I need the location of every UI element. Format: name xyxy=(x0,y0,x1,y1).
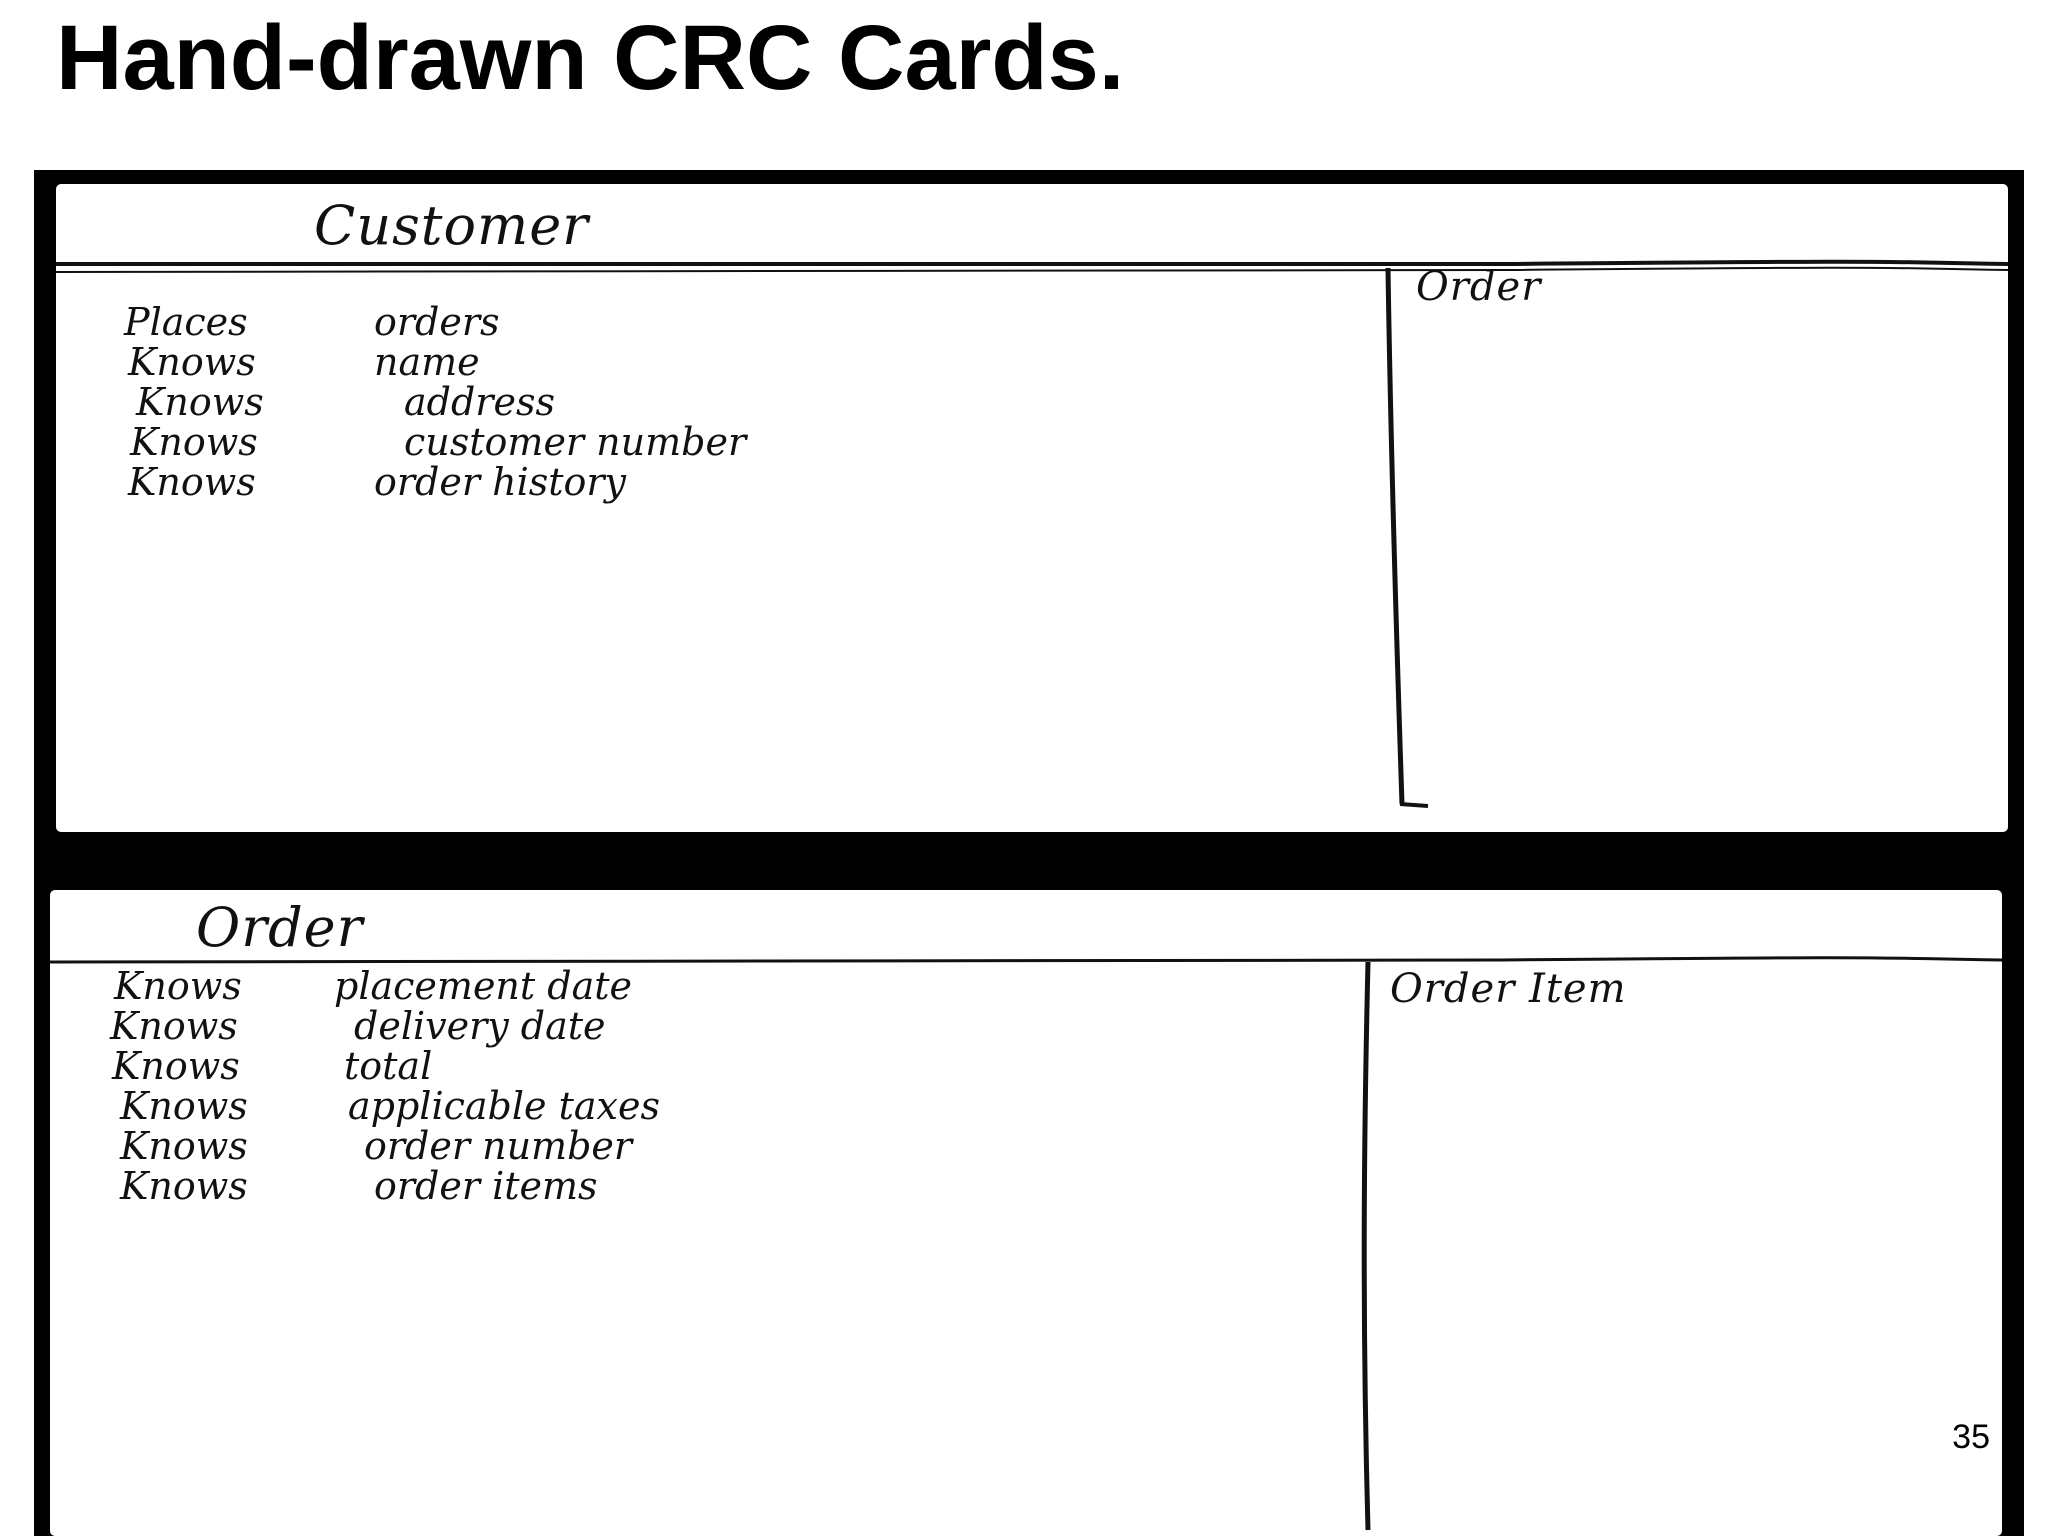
collaborator-item: Order xyxy=(1416,264,1542,310)
responsibility-verb: Knows xyxy=(114,964,242,1008)
responsibility-verb: Knows xyxy=(120,1124,248,1168)
collaborator-item: Order Item xyxy=(1390,966,1627,1012)
card-class-name: Customer xyxy=(314,194,589,257)
responsibility-verb: Knows xyxy=(120,1084,248,1128)
responsibility-verb: Knows xyxy=(128,460,256,504)
responsibility-object: name xyxy=(374,340,480,384)
responsibility-object: orders xyxy=(374,300,500,344)
responsibility-verb: Knows xyxy=(120,1164,248,1208)
crc-cards-photo: Customer Places orders Knows name Knows … xyxy=(34,170,2024,1536)
card-ruling-lines xyxy=(49,956,2003,1531)
responsibility-verb: Knows xyxy=(130,420,258,464)
responsibility-object: order history xyxy=(374,460,627,504)
card-ruling-lines xyxy=(55,259,2009,808)
crc-card-order: Order Knows placement date Knows deliver… xyxy=(49,890,2003,1536)
responsibility-object: customer number xyxy=(404,420,747,464)
responsibility-verb: Places xyxy=(124,300,248,344)
responsibility-object: order items xyxy=(374,1164,598,1208)
crc-card-customer: Customer Places orders Knows name Knows … xyxy=(55,184,2009,832)
responsibility-object: address xyxy=(404,380,555,424)
card-class-name: Order xyxy=(196,896,364,959)
responsibility-object: order number xyxy=(364,1124,633,1168)
responsibility-object: delivery date xyxy=(354,1004,606,1048)
responsibility-verb: Knows xyxy=(110,1004,238,1048)
responsibility-verb: Knows xyxy=(128,340,256,384)
page-number: 35 xyxy=(1952,1418,1990,1456)
responsibility-object: total xyxy=(344,1044,433,1088)
responsibility-object: applicable taxes xyxy=(348,1084,660,1128)
slide-title: Hand-drawn CRC Cards. xyxy=(56,7,1125,109)
responsibility-object: placement date xyxy=(334,964,632,1008)
responsibility-verb: Knows xyxy=(112,1044,240,1088)
responsibility-verb: Knows xyxy=(136,380,264,424)
